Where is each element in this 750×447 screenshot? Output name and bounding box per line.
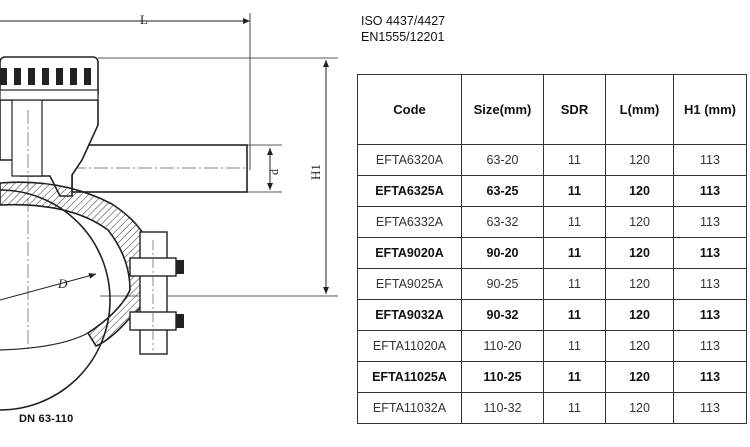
cell-code: EFTA11025A [357, 361, 462, 393]
tapping-tee-drawing: L H1 d [0, 12, 338, 411]
header-size: Size(mm) [461, 74, 544, 145]
cell-sdr: 11 [543, 361, 606, 393]
cell-sdr: 11 [543, 392, 606, 424]
cell-code: EFTA9020A [357, 237, 462, 269]
cell-size: 63-25 [461, 175, 544, 207]
cell-h1: 113 [673, 330, 747, 362]
dimension-h1: H1 [98, 57, 338, 297]
cell-sdr: 11 [543, 299, 606, 331]
cell-h1: 113 [673, 144, 747, 176]
cell-code: EFTA11032A [357, 392, 462, 424]
cell-size: 63-32 [461, 206, 544, 238]
header-h1: H1 (mm) [673, 74, 747, 145]
drawing-caption: DN 63-110 [19, 413, 74, 425]
cell-l: 120 [605, 175, 674, 207]
standard-line-2: EN1555/12201 [361, 30, 445, 44]
cell-h1: 113 [673, 299, 747, 331]
cell-l: 120 [605, 144, 674, 176]
header-code: Code [357, 74, 462, 145]
label-l: L [140, 12, 148, 27]
cell-h1: 113 [673, 392, 747, 424]
cell-h1: 113 [673, 361, 747, 393]
cell-code: EFTA6332A [357, 206, 462, 238]
dimension-d-main: D [0, 272, 97, 301]
cell-code: EFTA9032A [357, 299, 462, 331]
bolt-icon [129, 231, 184, 355]
cell-size: 90-20 [461, 237, 544, 269]
standards-block: ISO 4437/4427 EN1555/12201 [361, 13, 445, 45]
table-header-row: Code Size(mm) SDR L(mm) H1 (mm) [357, 74, 747, 145]
cell-code: EFTA9025A [357, 268, 462, 300]
cell-l: 120 [605, 268, 674, 300]
cell-sdr: 11 [543, 330, 606, 362]
cell-h1: 113 [673, 175, 747, 207]
cell-h1: 113 [673, 237, 747, 269]
cell-sdr: 11 [543, 268, 606, 300]
header-l: L(mm) [605, 74, 674, 145]
outlet-spigot: d [71, 144, 282, 193]
label-h1: H1 [308, 164, 323, 180]
cap-icon [0, 56, 99, 101]
cell-h1: 113 [673, 206, 747, 238]
cell-code: EFTA11020A [357, 330, 462, 362]
standard-line-1: ISO 4437/4427 [361, 14, 446, 28]
cell-sdr: 11 [543, 206, 606, 238]
label-d-main: D [57, 276, 68, 291]
cell-l: 120 [605, 237, 674, 269]
label-d: d [267, 169, 281, 175]
cell-size: 110-32 [461, 392, 544, 424]
header-sdr: SDR [543, 74, 606, 145]
saddle-ring [0, 181, 151, 411]
tee-body [0, 99, 99, 350]
dimension-l: L [0, 12, 251, 170]
cell-l: 120 [605, 206, 674, 238]
cell-l: 120 [605, 330, 674, 362]
cell-l: 120 [605, 299, 674, 331]
cell-code: EFTA6320A [357, 144, 462, 176]
cell-size: 110-25 [461, 361, 544, 393]
cell-size: 90-32 [461, 299, 544, 331]
cell-sdr: 11 [543, 144, 606, 176]
cell-size: 90-25 [461, 268, 544, 300]
cell-h1: 113 [673, 268, 747, 300]
cell-l: 120 [605, 392, 674, 424]
spec-table: Code Size(mm) SDR L(mm) H1 (mm) EFTA6320… [357, 74, 747, 424]
cell-sdr: 11 [543, 237, 606, 269]
cell-sdr: 11 [543, 175, 606, 207]
cell-size: 110-20 [461, 330, 544, 362]
cell-l: 120 [605, 361, 674, 393]
cell-size: 63-20 [461, 144, 544, 176]
cell-code: EFTA6325A [357, 175, 462, 207]
